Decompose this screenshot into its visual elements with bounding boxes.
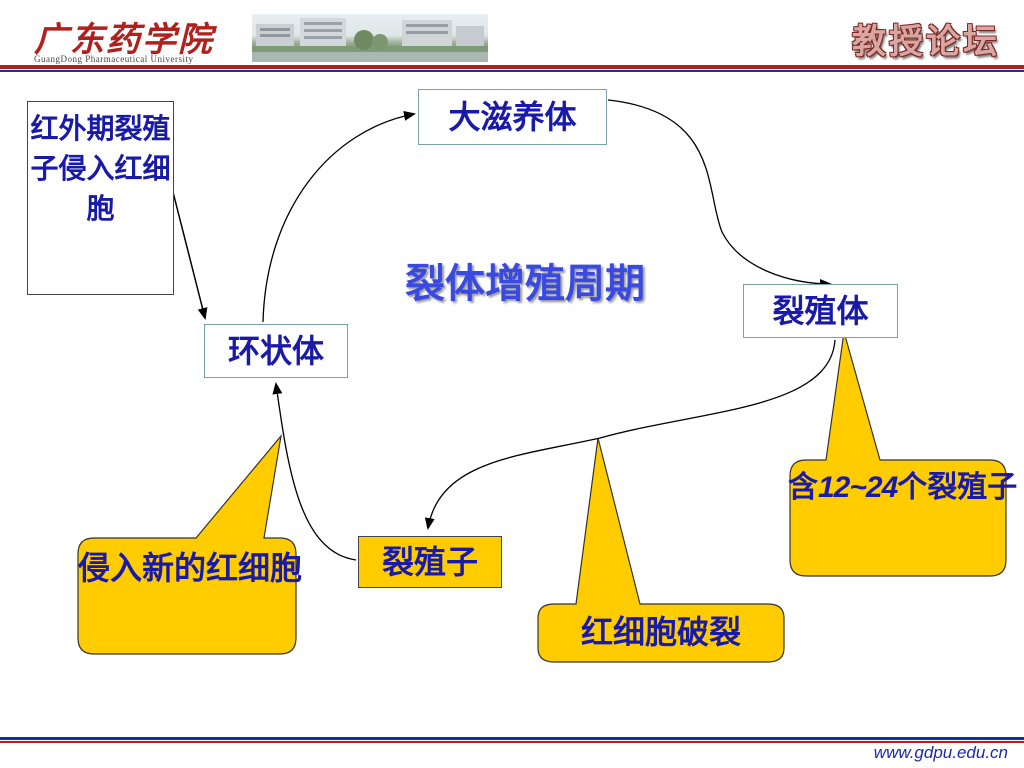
arrow-schizont-to-merozoite [424,339,836,530]
slide-header: 广东药学院 GuangDong Pharmaceutical Universit… [0,0,1024,72]
stage-box-merozoite: 裂殖子 [358,536,502,588]
callout-burst-shape [537,437,785,663]
arrow-merozoite-to-ring [272,382,357,561]
callout-burst-text: 红细胞破裂 [580,613,741,651]
footer-divider-blue [0,737,1024,740]
campus-buildings-image [252,18,488,62]
arrow-ring-to-trophozoite [262,110,416,323]
callout-count-text: 含12~24个裂殖子 [788,466,1017,510]
callout-invade-shape [77,433,297,655]
footer-url-link[interactable]: www.gdpu.edu.cn [873,743,1008,762]
count-suffix: 个裂殖子 [897,470,1018,505]
forum-title: 教授论坛 [852,22,1000,62]
count-number: 12~24 [818,471,898,504]
university-logo: 广东药学院 [34,20,214,60]
cycle-label: 裂体增殖周期 [405,261,645,307]
university-english-name: GuangDong Pharmaceutical University [34,54,194,64]
footer-divider-red [0,741,1024,743]
stage-box-schizont: 裂殖体 [743,284,898,338]
count-prefix: 含 [788,470,818,505]
header-divider-blue [0,70,1024,72]
arrow-trophozoite-to-schizont [607,99,832,289]
callout-invade-text: 侵入新的红细胞 [78,549,303,587]
campus-photo [252,14,488,62]
header-divider-red [0,65,1024,69]
callout-count-shape [789,331,1007,577]
stage-box-ring-form: 环状体 [204,324,348,378]
stage-box-entry-merozoite: 红外期裂殖子侵入红细胞 [27,101,174,295]
arrow-entry-to-ring [172,191,208,320]
stage-box-trophozoite: 大滋养体 [418,89,607,145]
